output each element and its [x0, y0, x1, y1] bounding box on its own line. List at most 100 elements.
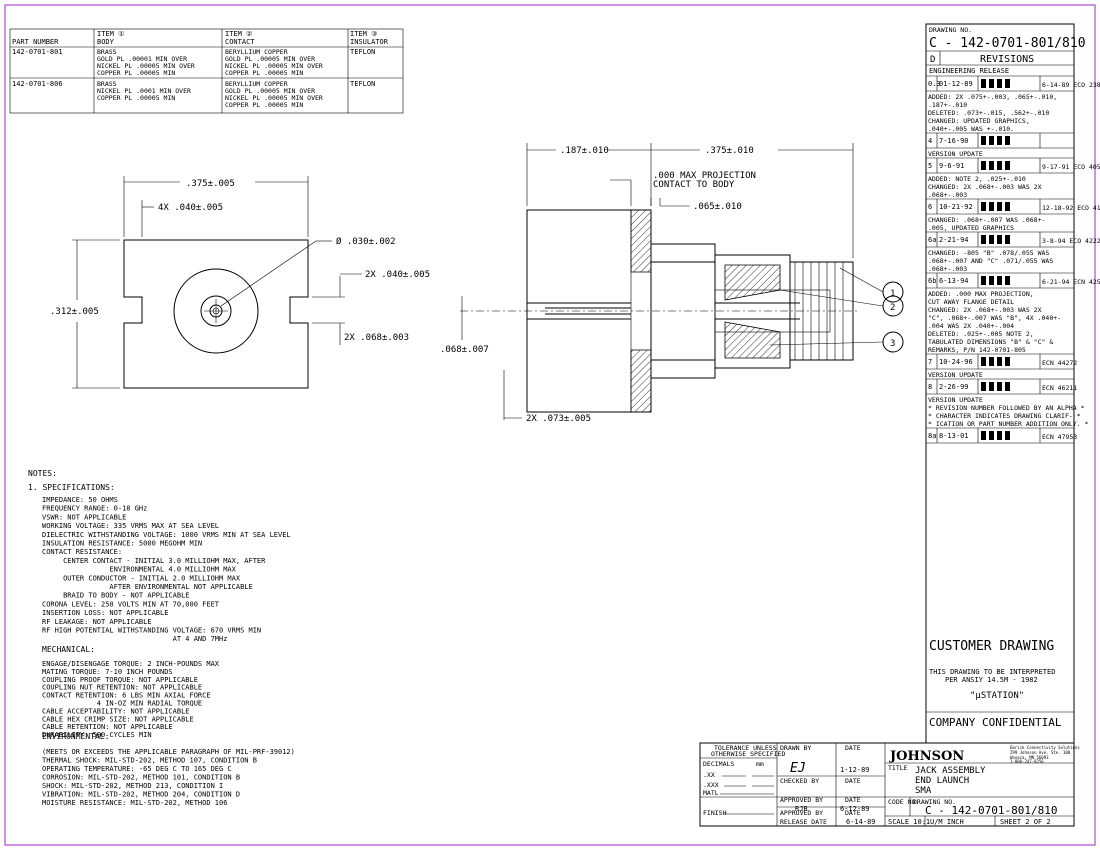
row2-body-1: NICKEL PL .0001 MIN OVER	[97, 87, 191, 95]
note-environmental-line: SHOCK: MIL-STD-202, METHOD 213, CONDITIO…	[42, 782, 223, 790]
note-electrical-line: WORKING VOLTAGE: 335 VRMS MAX AT SEA LEV…	[42, 522, 219, 530]
rev-eco: 3-8-94 ECO 42220	[1042, 237, 1100, 245]
rev-drawing-no-label: DRAWING NO.	[929, 26, 972, 34]
customer-block: CUSTOMER DRAWING THIS DRAWING TO BE INTE…	[926, 639, 1074, 729]
rev-desc-line: VERSION UPDATE	[928, 396, 983, 404]
row2-contact-0: BERYLLIUM COPPER	[225, 80, 288, 88]
row2-contact-3: COPPER PL .00005 MIN	[225, 101, 303, 109]
rev-desc-line: ADDED: .000 MAX PROJECTION,	[928, 290, 1034, 298]
rev-eco: 6-21-94 ECN 42516	[1042, 278, 1100, 286]
callout-1: 1	[890, 289, 895, 299]
notes-environmental: (MEETS OR EXCEEDS THE APPLICABLE PARAGRA…	[42, 748, 295, 807]
side-view: .187±.010 .375±.010 .000 MAX PROJECTION …	[440, 143, 904, 424]
rev-date: 2-21-94	[939, 236, 969, 244]
rev-eco: 12-18-92 ECO 41345	[1042, 204, 1100, 212]
rev-desc-line: REMARKS, P/N 142-0701-805	[928, 346, 1026, 354]
notes: NOTES: 1. SPECIFICATIONS: IMPEDANCE: 50 …	[28, 469, 295, 807]
rev-date: 7-16-90	[939, 137, 969, 145]
rev-desc-line: .004 WAS 2X .040+-.004	[928, 322, 1014, 330]
tb-approved-by: APPROVED BY	[780, 796, 823, 804]
th-contact: CONTACT	[225, 38, 255, 46]
tb-logo: JOHNSON	[889, 749, 964, 764]
rev-date: 01-12-89	[939, 80, 973, 88]
row1-body-1: GOLD PL .00001 MIN OVER	[97, 55, 187, 63]
revision-entries: 0.301-12-896-14-89 ECO 23856ADDED: 2X .0…	[926, 76, 1100, 444]
th-body: BODY	[97, 38, 115, 46]
th-item3: ITEM ③	[350, 30, 377, 38]
title-block: TOLERANCE UNLESS OTHERWISE SPECIFIED DEC…	[699, 742, 1080, 827]
customer-line3: "µSTATION"	[970, 691, 1024, 701]
tb-code-no: CODE NO.	[888, 798, 919, 806]
note-environmental-line: CORROSION: MIL-STD-202, METHOD 101, COND…	[42, 774, 240, 782]
customer-confidential: COMPANY CONFIDENTIAL	[929, 716, 1062, 729]
tb-xx: .XX	[703, 771, 715, 779]
rev-letter: D	[930, 55, 935, 65]
dim-side-projection-2: CONTACT TO BODY	[653, 180, 735, 190]
dim-side-projection-1: .000 MAX PROJECTION	[653, 171, 756, 181]
tb-company-2: Waseca, MN 56093	[1010, 755, 1049, 760]
note-mechanical-line: COUPLING PROOF TORQUE: NOT APPLICABLE	[42, 676, 198, 684]
rev-drawing-no: C - 142-0701-801/810	[929, 36, 1086, 51]
note-electrical-line: CORONA LEVEL: 250 VOLTS MIN AT 70,000 FE…	[42, 600, 220, 608]
tb-checked-by: CHECKED BY	[780, 777, 819, 785]
rev-eng-release: ENGINEERING RELEASE	[929, 67, 1009, 75]
row1-body-2: NICKEL PL .00005 MIN OVER	[97, 62, 195, 70]
rev-desc-line: .068+-.007 AND "C" .071/.055 WAS	[928, 257, 1053, 265]
tb-matl: MATL	[703, 789, 719, 797]
rev-desc-line: "C", .068+-.007 WAS "B", 4X .040+-	[928, 314, 1061, 322]
rev-date: 10-24-96	[939, 358, 973, 366]
dim-front-center: 2X .068±.003	[344, 333, 409, 343]
dim-front-hole: Ø .030±.002	[336, 236, 396, 247]
note-electrical-line: RF LEAKAGE: NOT APPLICABLE	[42, 618, 152, 626]
tb-finish: FINISH	[703, 809, 727, 817]
customer-line2: PER ANSIY 14.5M - 1982	[945, 676, 1038, 684]
th-part-number: PART NUMBER	[12, 38, 59, 46]
tb-scale: SCALE 10:1	[888, 818, 930, 826]
rev-eco: ECN 46211	[1042, 384, 1077, 392]
row2-contact-2: NICKEL PL .00005 MIN OVER	[225, 94, 323, 102]
tb-release-label: RELEASE DATE	[780, 818, 827, 826]
row2-body-2: COPPER PL .00005 MIN	[97, 94, 175, 102]
notes-heading: NOTES:	[28, 469, 57, 478]
dim-front-flange: 2X .040±.005	[365, 270, 430, 280]
tb-company-0: Emrick Connectivity Solutions	[1010, 745, 1080, 750]
rev-number: 6	[928, 203, 932, 211]
sheet-border	[4, 4, 1096, 846]
tb-tol2: OTHERWISE SPECIFIED	[711, 750, 785, 758]
rev-number: 8	[928, 383, 932, 391]
rev-desc-line: .040+-.005 WAS +-.010.	[928, 125, 1014, 133]
rev-date: 8-13-01	[939, 432, 969, 440]
rev-desc-line: TABULATED DIMENSIONS "B" & "C" &	[928, 338, 1053, 346]
rev-desc-line: VERSION UPDATE	[928, 150, 983, 158]
rev-eco: ECN 47953	[1042, 433, 1077, 441]
rev-desc-line: CHANGED: 2X .068+-.003 WAS 2X	[928, 306, 1042, 314]
note-environmental-line: OPERATING TEMPERATURE: -65 DEG C TO 165 …	[42, 765, 232, 773]
rev-desc-line: DELETED: .073+-.015, .562+-.010	[928, 109, 1049, 117]
dim-side-073: 2X .073±.005	[526, 414, 591, 424]
front-view: .375±.005 4X .040±.005 Ø .030±.002 .312±…	[50, 176, 430, 389]
note-electrical-line: OUTER CONDUCTOR - INITIAL 2.0 MILLIOHM M…	[42, 574, 241, 582]
rev-desc-line: CHANGED: 2X .068+-.003 WAS 2X	[928, 183, 1042, 191]
note-mechanical-line: ENGAGE/DISENGAGE TORQUE: 2 INCH-POUNDS M…	[42, 660, 220, 668]
rev-title: REVISIONS	[980, 54, 1034, 65]
note-electrical-line: ENVIRONMENTAL 4.0 MILLIOHM MAX	[42, 566, 237, 574]
rev-desc-line: .068+-.003	[928, 191, 967, 199]
dim-side-375: .375±.010	[705, 146, 754, 156]
callout-3: 3	[890, 339, 895, 349]
note-mechanical-line: COUPLING NUT RETENTION: NOT APPLICABLE	[42, 684, 202, 692]
rev-number: 8a	[928, 432, 936, 440]
tb-um: U/M INCH	[930, 818, 964, 826]
note-electrical-line: VSWR: NOT APPLICABLE	[42, 513, 126, 521]
rev-desc-line: ADDED: NOTE 2, .025+-.010	[928, 175, 1026, 183]
tb-drawing-no: C - 142-0701-801/810	[925, 804, 1057, 817]
rev-desc-line: .187+-.010	[928, 101, 967, 109]
note-electrical-line: AT 4 AND 7MHz	[42, 635, 227, 643]
note-mechanical-line: DURABILITY: 500 CYCLES MIN	[42, 731, 152, 739]
rev-number: 7	[928, 358, 932, 366]
note-mechanical-line: CABLE ACCEPTABILITY: NOT APPLICABLE	[42, 707, 190, 715]
note-electrical-line: DIELECTRIC WITHSTANDING VOLTAGE: 1000 VR…	[42, 531, 291, 539]
dim-front-width: .375±.005	[186, 179, 235, 189]
note-electrical-line: CONTACT RESISTANCE:	[42, 548, 122, 556]
tb-xxx: .XXX	[703, 781, 719, 789]
note-electrical-line: AFTER ENVIRONMENTAL NOT APPLICABLE	[42, 583, 253, 591]
